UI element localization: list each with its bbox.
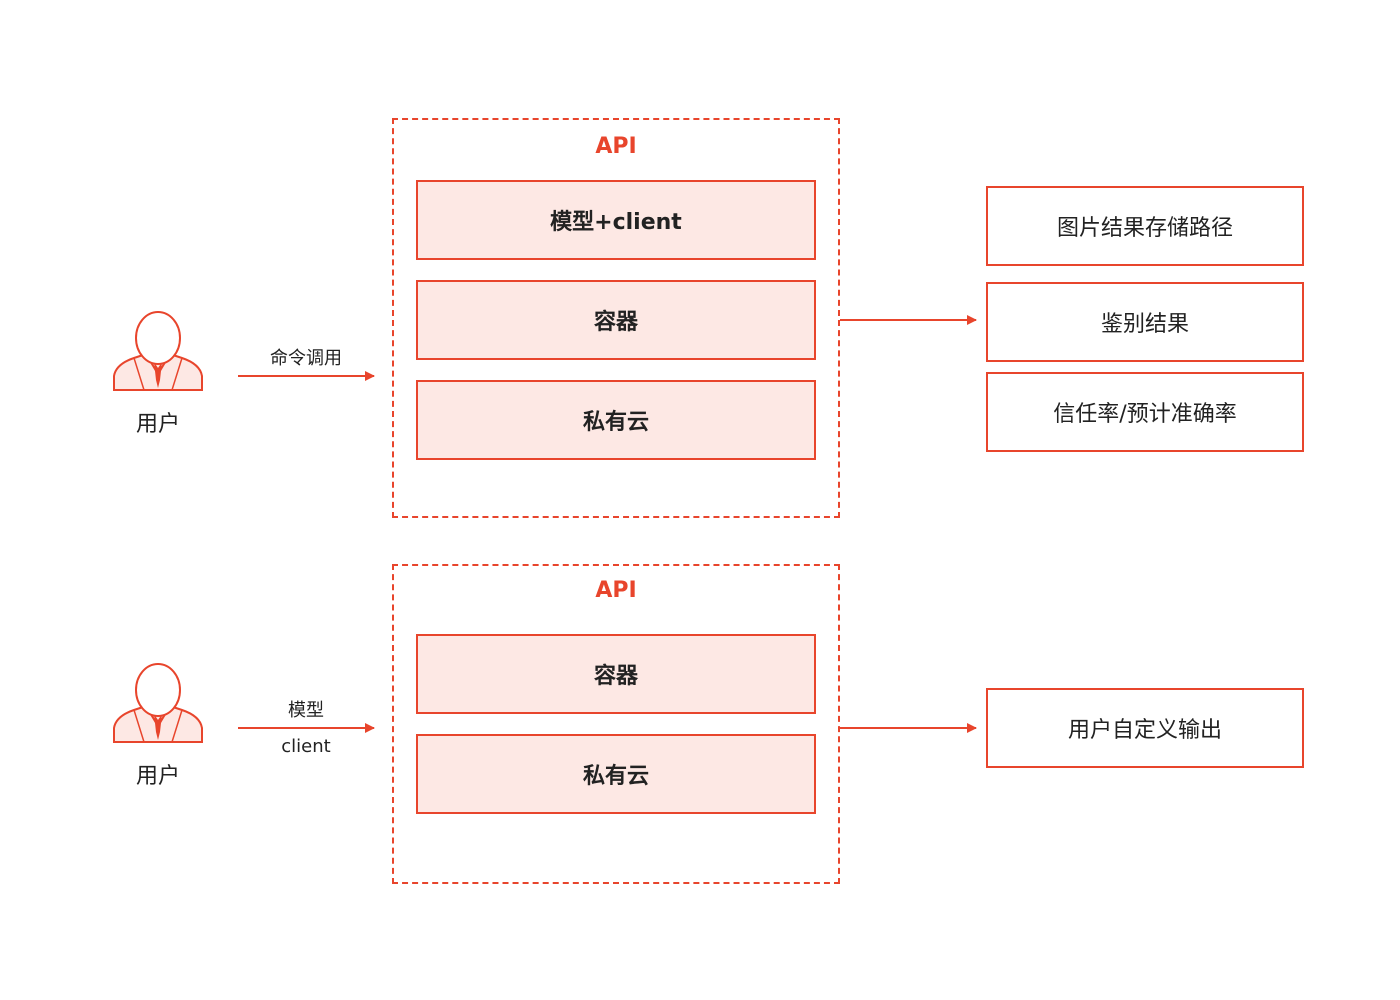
top-layer-container: 容器	[416, 280, 816, 360]
output-confidence-accuracy: 信任率/预计准确率	[986, 372, 1304, 452]
arrow-label-client: client	[281, 736, 331, 757]
bottom-user: 用户	[103, 662, 213, 790]
output-identification-result: 鉴别结果	[986, 282, 1304, 362]
bottom-layer-container: 容器	[416, 634, 816, 714]
bottom-api-frame: API	[392, 564, 840, 884]
top-layer-model-client: 模型+client	[416, 180, 816, 260]
api-title: API	[595, 578, 637, 603]
top-layer-private-cloud: 私有云	[416, 380, 816, 460]
user-person-icon	[113, 311, 203, 391]
arrow-label-model: 模型	[288, 700, 324, 721]
top-user: 用户	[103, 310, 213, 438]
output-user-custom: 用户自定义输出	[986, 688, 1304, 768]
arrow-label-command-call: 命令调用	[270, 348, 342, 369]
top-api-frame: API	[392, 118, 840, 518]
api-title: API	[595, 134, 637, 159]
bottom-layer-private-cloud: 私有云	[416, 734, 816, 814]
user-person-icon	[113, 663, 203, 743]
output-image-result-path: 图片结果存储路径	[986, 186, 1304, 266]
user-label: 用户	[135, 412, 180, 437]
user-label: 用户	[135, 764, 180, 789]
